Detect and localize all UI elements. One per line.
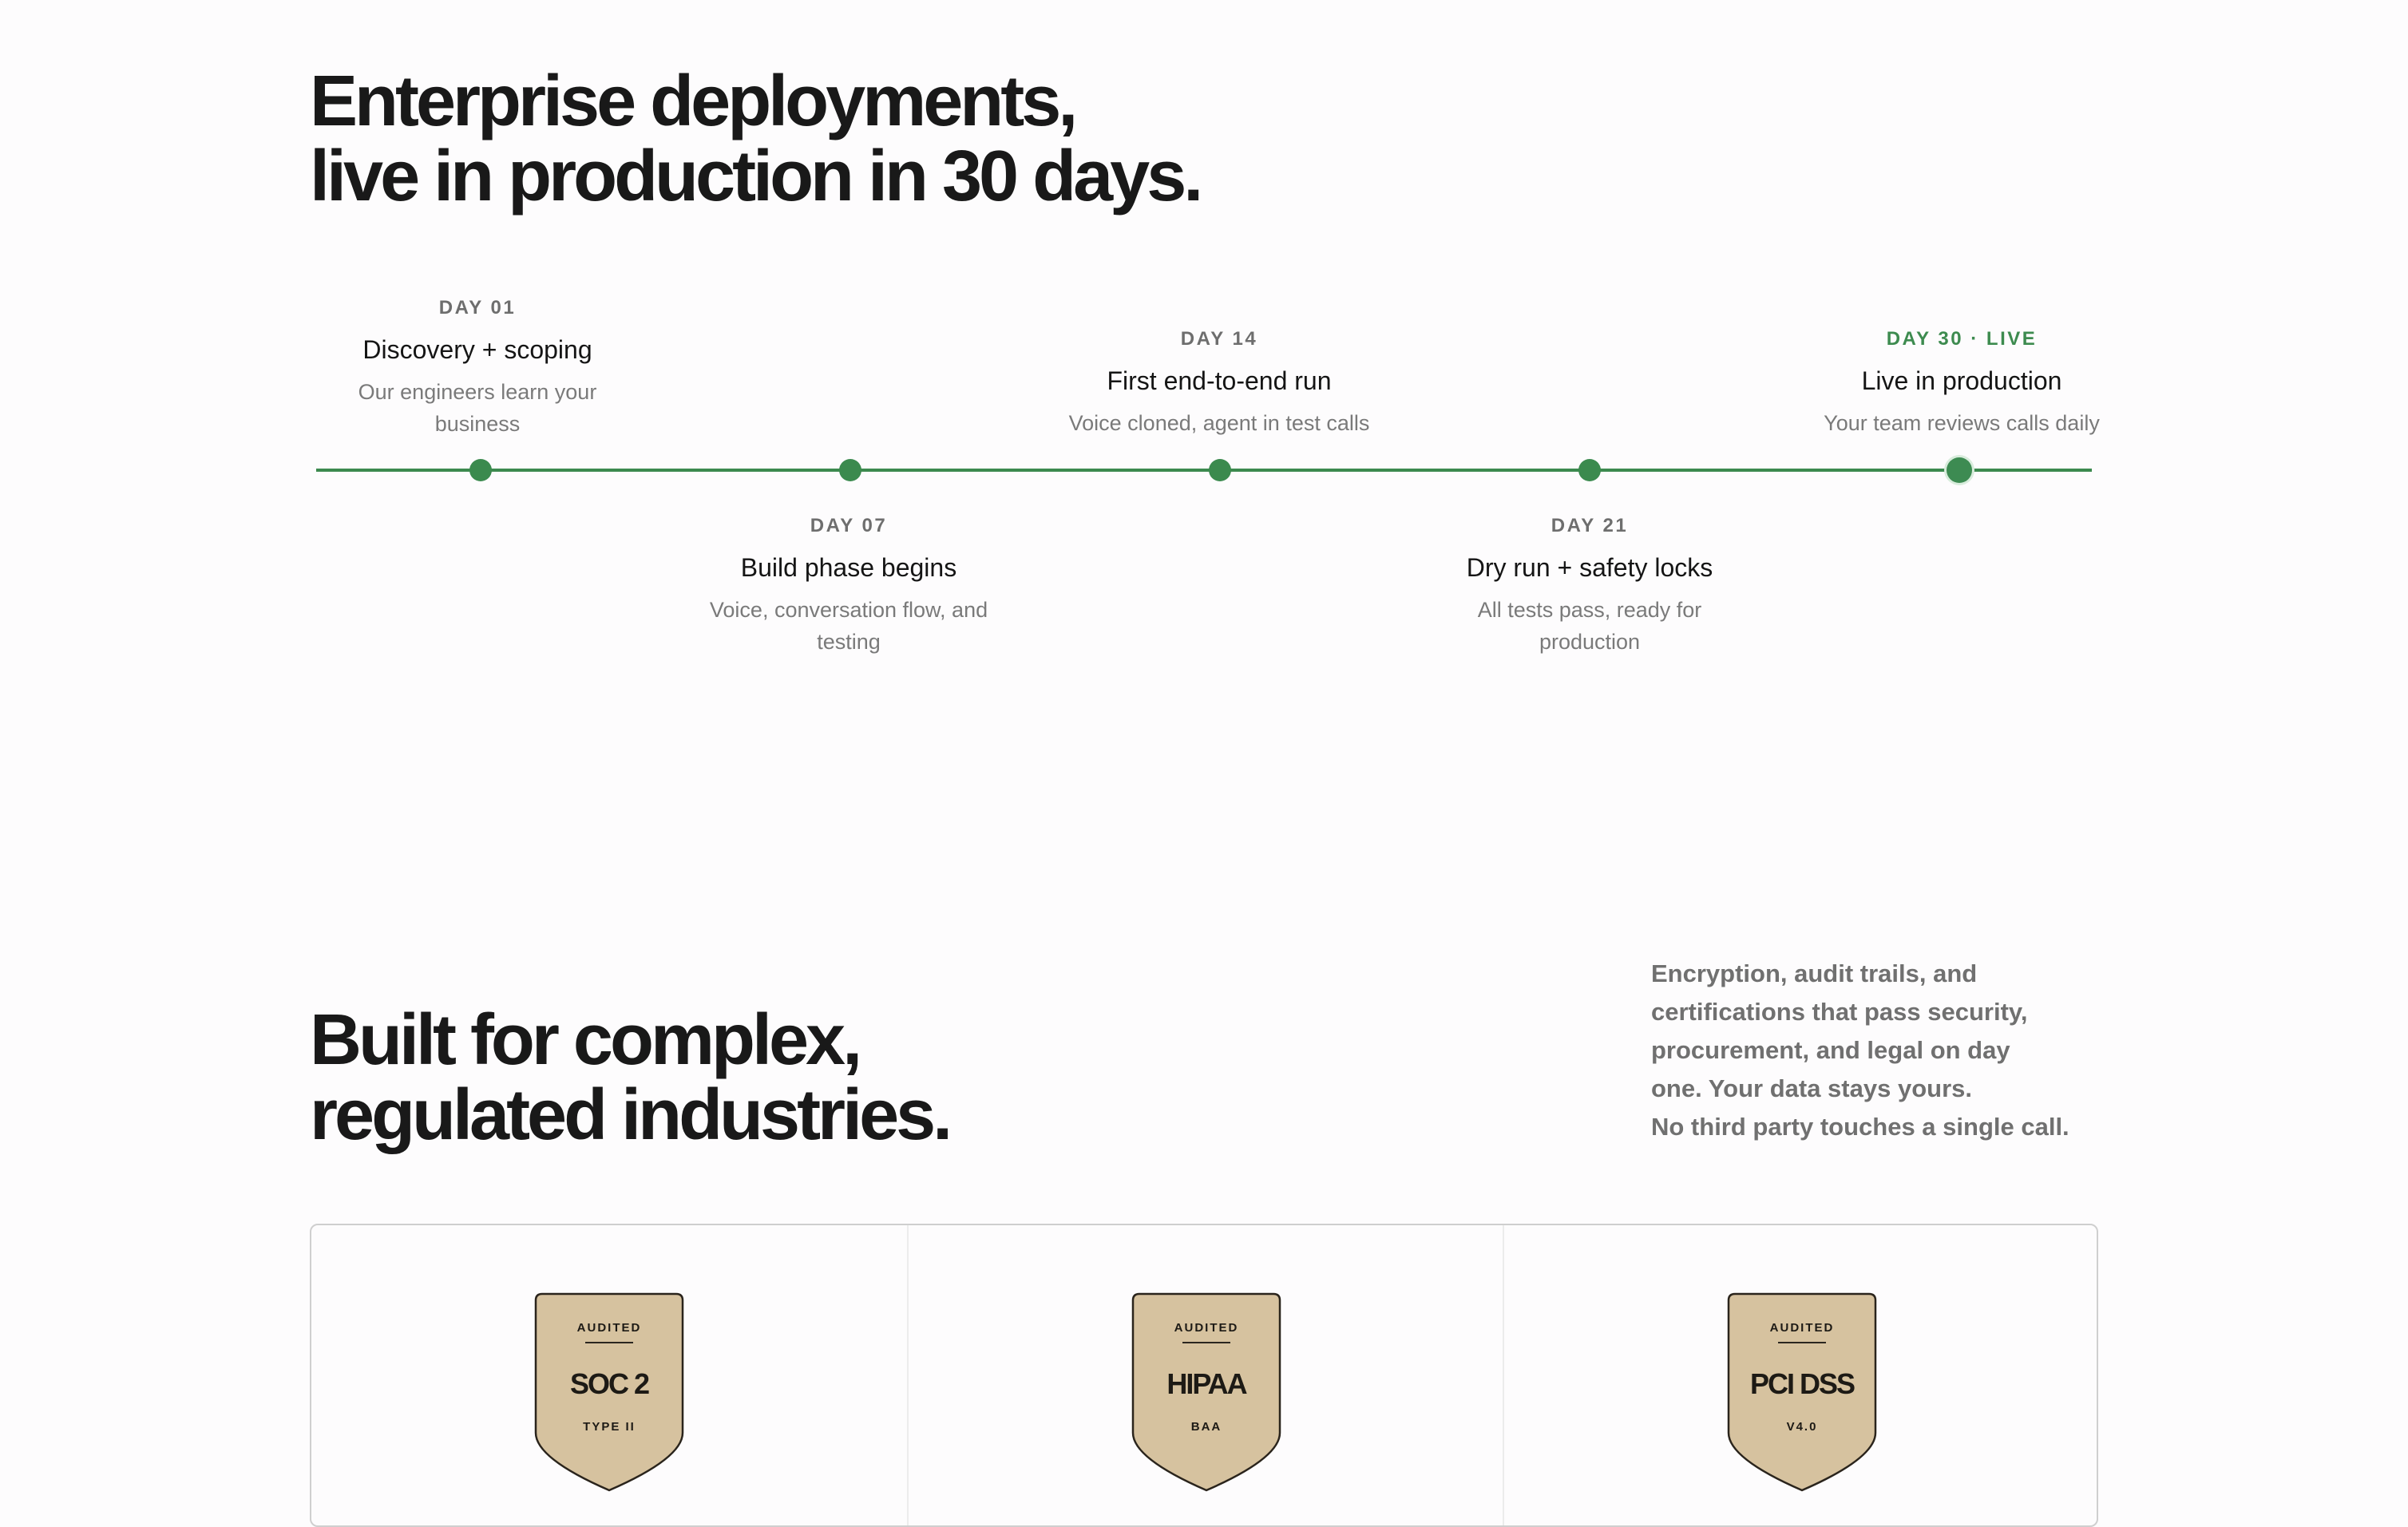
shield-icon	[534, 1292, 684, 1492]
stage-day-label-live: DAY 30 · LIVE	[1886, 328, 2038, 350]
stage-title: Build phase begins	[740, 553, 957, 582]
timeline-stage-day-07: DAY 07 Build phase begins Voice, convers…	[681, 514, 1016, 658]
stage-day-label: DAY 14	[1180, 328, 1258, 350]
certification-pci-dss: AUDITED PCI DSS V4.0	[1503, 1225, 2100, 1525]
badge-sub: BAA	[1190, 1420, 1222, 1434]
stage-description: Voice cloned, agent in test calls	[1068, 411, 1370, 435]
timeline-stage-day-30-live: DAY 30 · LIVE Live in production Your te…	[1794, 327, 2129, 439]
timeline-dot-day-14	[1209, 459, 1231, 481]
deployments-headline: Enterprise deployments, live in producti…	[310, 61, 1203, 216]
certification-hipaa: AUDITED HIPAA BAA	[907, 1225, 1504, 1525]
shield-icon	[1727, 1292, 1877, 1492]
intro-line: Encryption, audit trails, and	[1651, 959, 1978, 987]
compliance-headline: Built for complex, regulated industries.	[310, 1000, 953, 1155]
badge-divider	[1182, 1342, 1230, 1343]
certification-soc2: AUDITED SOC 2 TYPE II	[311, 1225, 907, 1525]
intro-line: one. Your data stays yours.	[1651, 1074, 1972, 1102]
badge-sub: V4.0	[1786, 1420, 1818, 1434]
stage-title: First end-to-end run	[1107, 366, 1332, 395]
stage-title: Dry run + safety locks	[1466, 553, 1713, 582]
badge-divider	[585, 1342, 633, 1343]
shield-icon	[1131, 1292, 1281, 1492]
badge-sub: TYPE II	[583, 1420, 636, 1434]
timeline-stage-day-14: DAY 14 First end-to-end run Voice cloned…	[1052, 327, 1387, 439]
stage-title: Discovery + scoping	[362, 335, 592, 364]
badge-name: PCI DSS	[1749, 1367, 1856, 1400]
stage-day-label: DAY 21	[1551, 515, 1629, 536]
timeline-dot-day-07	[839, 459, 861, 481]
timeline-line	[316, 469, 2092, 472]
stage-day-label: DAY 07	[810, 515, 888, 536]
shield-badge-icon: AUDITED SOC 2 TYPE II	[534, 1292, 684, 1492]
stage-day-label: DAY 01	[438, 297, 517, 318]
stage-description: Your team reviews calls daily	[1824, 411, 2100, 435]
compliance-headline-line2: regulated industries.	[310, 1075, 953, 1155]
stage-title: Live in production	[1861, 366, 2062, 395]
badge-audited-label: AUDITED	[576, 1321, 642, 1335]
badge-divider	[1778, 1342, 1826, 1343]
stage-description: Our engineers learn your business	[358, 380, 597, 436]
intro-line: No third party touches a single call.	[1651, 1113, 2069, 1141]
timeline-dot-day-21	[1578, 459, 1601, 481]
timeline-stage-day-21: DAY 21 Dry run + safety locks All tests …	[1422, 514, 1757, 658]
intro-line: certifications that pass security,	[1651, 998, 2028, 1026]
timeline-stage-day-01: DAY 01 Discovery + scoping Our engineers…	[310, 296, 645, 440]
timeline-dot-day-30-live	[1947, 457, 1972, 483]
deployments-headline-line2: live in production in 30 days.	[310, 136, 1203, 216]
badge-name: SOC 2	[569, 1367, 650, 1400]
badge-audited-label: AUDITED	[1174, 1321, 1239, 1335]
badge-audited-label: AUDITED	[1769, 1321, 1835, 1335]
intro-line: procurement, and legal on day	[1651, 1036, 2010, 1064]
shield-badge-icon: AUDITED HIPAA BAA	[1131, 1292, 1281, 1492]
stage-description: Voice, conversation flow, and testing	[709, 598, 988, 654]
timeline-dot-day-01	[469, 459, 492, 481]
certifications-panel: AUDITED SOC 2 TYPE II AUDITED HIPAA BAA …	[310, 1224, 2098, 1527]
deployments-headline-line1: Enterprise deployments,	[310, 61, 1078, 141]
badge-name: HIPAA	[1166, 1367, 1247, 1400]
compliance-headline-line1: Built for complex,	[310, 1000, 862, 1080]
stage-description: All tests pass, ready for production	[1477, 598, 1702, 654]
compliance-intro: Encryption, audit trails, and certificat…	[1651, 955, 2098, 1146]
shield-badge-icon: AUDITED PCI DSS V4.0	[1727, 1292, 1877, 1492]
